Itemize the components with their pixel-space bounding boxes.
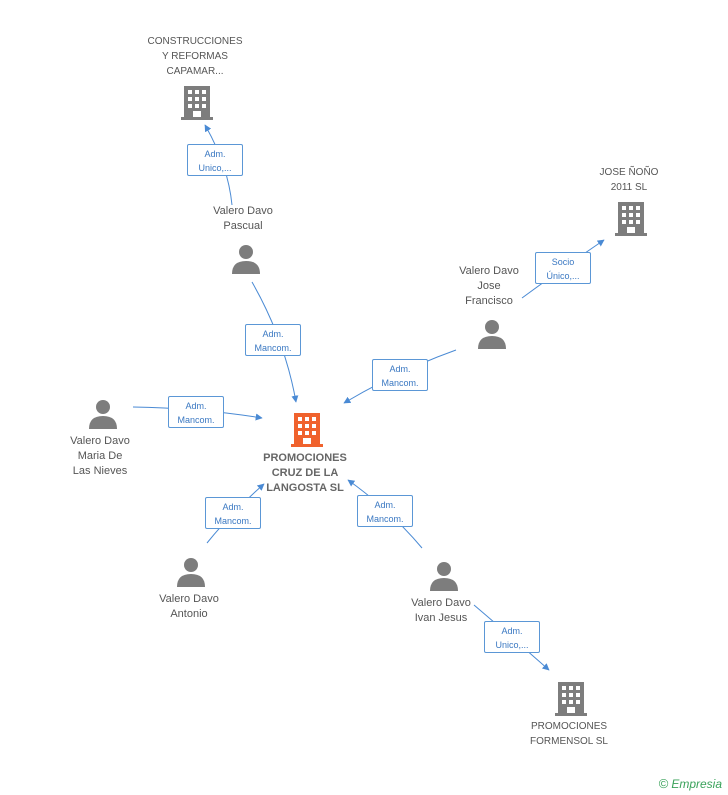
person-icon[interactable] [176,557,206,587]
person-label-jose-francisco: Valero Davo Jose Francisco [459,265,519,307]
relation-jose-francisco-central[interactable]: Adm. Mancom. [372,359,428,391]
relation-maria-central[interactable]: Adm. Mancom. [168,396,224,428]
company-label-construcciones: CONSTRUCCIONES Y REFORMAS CAPAMAR... [147,36,243,77]
person-icon[interactable] [429,561,459,591]
person-label-antonio: Valero Davo Antonio [159,593,219,620]
person-label-ivan: Valero Davo Ivan Jesus [411,597,471,624]
central-company-label: PROMOCIONES CRUZ DE LA LANGOSTA SL [263,452,347,494]
relation-antonio-central[interactable]: Adm. Mancom. [205,497,261,529]
company-label-formensol: PROMOCIONES FORMENSOL SL [530,721,608,747]
building-icon[interactable] [181,84,213,120]
person-label-pascual: Valero Davo Pascual [213,205,273,232]
person-icon[interactable] [477,319,507,349]
company-label-jose-nono: JOSE ÑOÑO 2011 SL [599,167,659,193]
relation-ivan-central[interactable]: Adm. Mancom. [357,495,413,527]
central-building-icon[interactable] [291,411,323,447]
brand-name: Empresia [671,777,722,791]
copyright-icon: © [658,776,669,791]
person-icon[interactable] [231,244,261,274]
relation-ivan-formensol[interactable]: Adm. Unico,... [484,621,540,653]
building-icon[interactable] [615,200,647,236]
relation-pascual-construcciones[interactable]: Adm. Unico,... [187,144,243,176]
relation-jose-francisco-jose-nono[interactable]: Socio Único,... [535,252,591,284]
brand-logo[interactable]: ©Empresia [659,776,722,791]
relation-pascual-central[interactable]: Adm. Mancom. [245,324,301,356]
building-icon[interactable] [555,680,587,716]
person-label-maria: Valero Davo Maria De Las Nieves [70,435,130,477]
person-icon[interactable] [88,399,118,429]
